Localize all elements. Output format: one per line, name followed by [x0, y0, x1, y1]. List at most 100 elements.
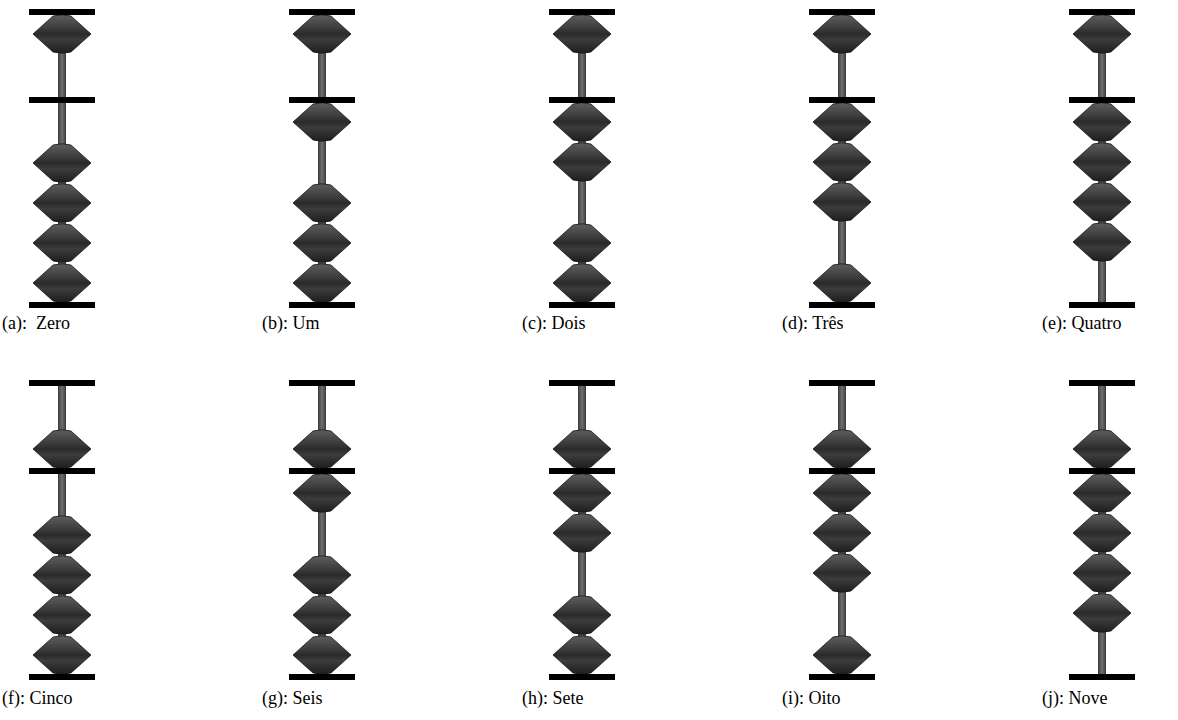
frame-bar — [1069, 468, 1135, 474]
caption-label: (b): Um — [262, 314, 320, 334]
frame-bar — [29, 468, 95, 474]
caption-label: (a): Zero — [2, 314, 70, 334]
frame-bar — [1069, 380, 1135, 386]
caption-label: (d): Três — [782, 314, 844, 334]
abacus-bead — [1073, 15, 1131, 54]
abacus-bead — [553, 264, 611, 303]
frame-bar — [549, 674, 615, 680]
abacus-bead — [33, 224, 91, 263]
abacus-bead — [813, 264, 871, 303]
caption-label: (h): Sete — [522, 689, 583, 709]
frame-bar — [1069, 674, 1135, 680]
abacus-bead — [553, 224, 611, 263]
abacus-bead — [813, 636, 871, 675]
abacus-bead — [33, 556, 91, 595]
frame-bar — [809, 97, 875, 103]
abacus-bead — [813, 183, 871, 222]
frame-bar — [809, 9, 875, 15]
abacus-bead — [1073, 554, 1131, 593]
frame-bar — [809, 302, 875, 308]
abacus-bead — [293, 474, 351, 513]
frame-bar — [289, 674, 355, 680]
frame-bar — [809, 380, 875, 386]
abacus-bead — [813, 103, 871, 142]
frame-bar — [289, 9, 355, 15]
frame-bar — [29, 302, 95, 308]
abacus-bead — [293, 15, 351, 54]
abacus-bead — [813, 430, 871, 469]
frame-bar — [549, 9, 615, 15]
frame-bar — [289, 302, 355, 308]
abacus-bead — [813, 514, 871, 553]
frame-bar — [29, 674, 95, 680]
abacus-bead — [1073, 103, 1131, 142]
abacus-rod — [29, 9, 95, 308]
abacus-bead — [33, 264, 91, 303]
abacus-rod — [809, 9, 875, 308]
abacus-bead — [33, 184, 91, 223]
frame-bar — [549, 302, 615, 308]
abacus-bead — [553, 15, 611, 54]
abacus-bead — [33, 596, 91, 635]
caption-label: (e): Quatro — [1042, 314, 1121, 334]
abacus-bead — [553, 596, 611, 635]
abacus-rod — [1069, 380, 1135, 680]
abacus-bead — [813, 554, 871, 593]
caption-label: (f): Cinco — [2, 689, 72, 709]
abacus-rod — [289, 9, 355, 308]
abacus-bead — [293, 224, 351, 263]
abacus-rod — [809, 380, 875, 680]
frame-bar — [29, 380, 95, 386]
abacus-bead — [1073, 183, 1131, 222]
frame-bar — [1069, 9, 1135, 15]
frame-bar — [1069, 97, 1135, 103]
frame-bar — [289, 97, 355, 103]
frame-bar — [29, 97, 95, 103]
abacus-bead — [293, 636, 351, 675]
abacus-bead — [33, 15, 91, 54]
abacus-bead — [33, 516, 91, 555]
frame-bar — [809, 674, 875, 680]
abacus-bead — [553, 430, 611, 469]
abacus-bead — [1073, 474, 1131, 513]
frame-bar — [289, 468, 355, 474]
caption-label: (j): Nove — [1042, 689, 1107, 709]
frame-bar — [1069, 302, 1135, 308]
abacus-bead — [293, 556, 351, 595]
abacus-bead — [1073, 514, 1131, 553]
abacus-bead — [293, 264, 351, 303]
abacus-rod — [1069, 9, 1135, 308]
abacus-bead — [33, 144, 91, 183]
caption-label: (c): Dois — [522, 314, 585, 334]
abacus-rod — [289, 380, 355, 680]
abacus-bead — [553, 636, 611, 675]
caption-label: (i): Oito — [782, 689, 841, 709]
abacus-bead — [813, 143, 871, 182]
abacus-bead — [1073, 223, 1131, 262]
abacus-bead — [553, 103, 611, 142]
abacus-rod — [549, 380, 615, 680]
frame-bar — [29, 9, 95, 15]
abacus-bead — [33, 430, 91, 469]
frame-bar — [809, 468, 875, 474]
abacus-bead — [1073, 143, 1131, 182]
abacus-bead — [33, 636, 91, 675]
abacus-bead — [1073, 430, 1131, 469]
abacus-bead — [1073, 594, 1131, 633]
abacus-bead — [293, 103, 351, 142]
abacus-bead — [293, 596, 351, 635]
abacus-bead — [813, 474, 871, 513]
frame-bar — [289, 380, 355, 386]
abacus-rod — [29, 380, 95, 680]
frame-bar — [549, 97, 615, 103]
frame-bar — [549, 468, 615, 474]
abacus-bead — [553, 514, 611, 553]
frame-bar — [549, 380, 615, 386]
abacus-bead — [813, 15, 871, 54]
abacus-bead — [553, 474, 611, 513]
abacus-bead — [293, 184, 351, 223]
abacus-rod — [549, 9, 615, 308]
caption-label: (g): Seis — [262, 689, 323, 709]
